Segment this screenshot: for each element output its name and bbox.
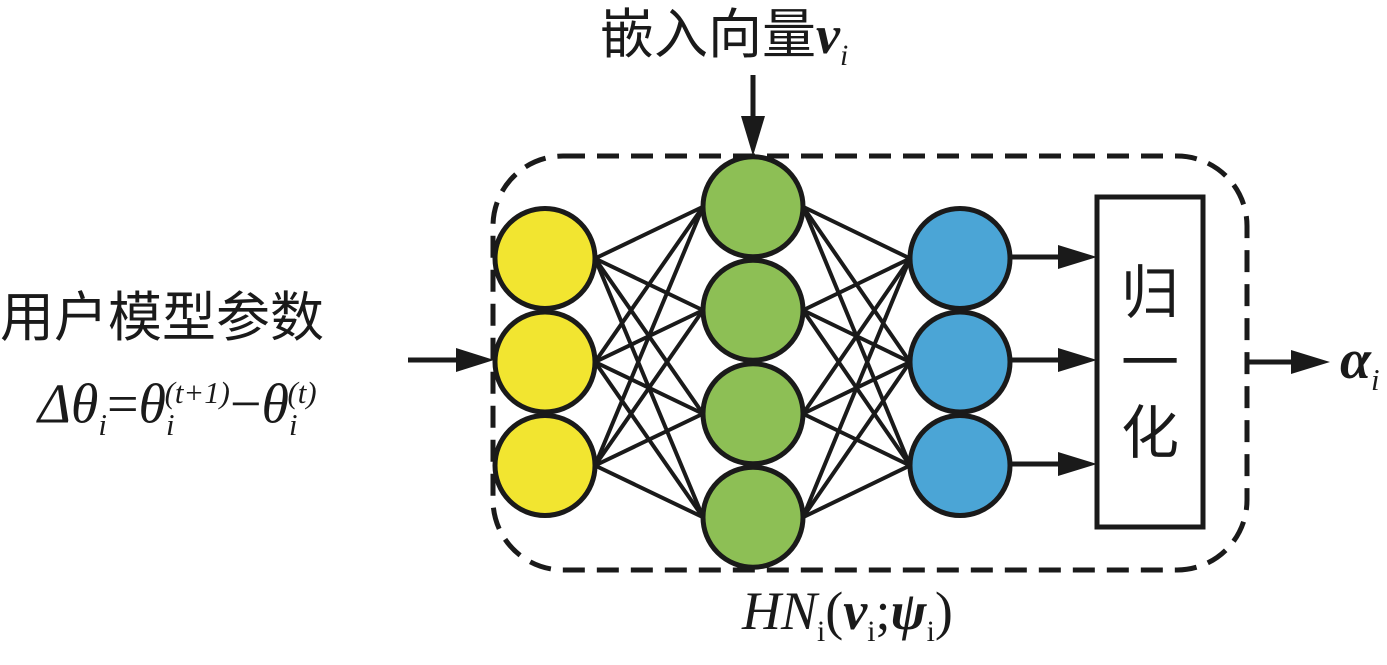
theta-current: θ: [261, 373, 289, 436]
connection-edge: [801, 257, 912, 519]
connection-edge: [593, 205, 705, 467]
input-arrowhead: [456, 348, 494, 372]
connection-edge: [593, 309, 705, 467]
theta-next-sup: (t+1): [164, 376, 230, 410]
nodes: [492, 154, 1013, 570]
hidden-layer-node: [700, 257, 806, 363]
psi-arg-sub: i: [926, 615, 935, 648]
hidden-layer-node: [700, 154, 806, 260]
minus: −: [229, 373, 262, 436]
user-model-params-text: 用户模型参数: [0, 286, 324, 349]
v-subscript: i: [839, 39, 849, 72]
embedding-text: 嵌入向量: [600, 3, 816, 66]
delta-theta: Δθ: [38, 373, 99, 436]
equals: =: [106, 373, 139, 436]
normalize-label: 归 一 化: [1120, 258, 1180, 468]
connections: [593, 204, 912, 520]
normalize-char-3: 化: [1120, 399, 1179, 467]
user-model-params-label: 用户模型参数: [0, 283, 324, 353]
connection-edge: [801, 360, 912, 519]
theta-current-sup: (t): [287, 376, 317, 410]
input-layer-node: [492, 206, 598, 311]
hn-name: HN: [742, 581, 818, 641]
output-arrowhead: [1291, 350, 1330, 374]
connection-edge: [802, 204, 911, 261]
alpha-output-label: αi: [1340, 330, 1380, 410]
alpha-subscript: i: [1370, 363, 1380, 398]
connection-edge: [594, 463, 704, 520]
normalize-char-2: 一: [1120, 329, 1179, 397]
v-arg-sub: i: [867, 615, 876, 648]
alpha-symbol: α: [1340, 329, 1371, 391]
connection-edge: [802, 463, 911, 520]
hypernetwork-label: HNi(vi;ψi): [742, 578, 953, 665]
separator: ;: [875, 581, 891, 641]
embedding-arrowhead: [741, 116, 765, 156]
hidden-layer-node: [700, 361, 806, 467]
psi-arg: ψ: [890, 581, 927, 641]
close-paren: ): [934, 581, 953, 641]
open-paren: (: [825, 581, 844, 641]
theta-current-sub: i: [288, 407, 298, 442]
output-layer-node: [907, 309, 1013, 415]
to-normalize-arrows: [1012, 245, 1097, 476]
v-arg: v: [843, 581, 868, 641]
input-layer-node: [492, 413, 598, 518]
network-diagram: [408, 75, 1330, 573]
hn-sub: i: [817, 615, 826, 648]
output-layer-node: [907, 206, 1013, 311]
hidden-layer-node: [700, 464, 806, 570]
delta-theta-formula: Δθi=θi(t+1)−θi(t): [38, 358, 317, 460]
delta-theta-sub: i: [98, 407, 107, 442]
v-symbol: v: [816, 5, 840, 65]
normalize-box: [1094, 194, 1206, 530]
input-layer-node: [492, 309, 598, 415]
theta-next: θ: [138, 373, 167, 436]
connection-edge: [801, 257, 912, 415]
connection-edge: [802, 256, 911, 313]
embedding-vector-label: 嵌入向量vi: [600, 0, 848, 91]
output-layer-node: [907, 413, 1013, 518]
normalize-char-1: 归: [1120, 259, 1179, 327]
theta-next-sub: i: [166, 407, 175, 442]
connection-edge: [594, 411, 704, 468]
connection-edge: [594, 204, 704, 261]
connection-edge: [593, 205, 705, 364]
